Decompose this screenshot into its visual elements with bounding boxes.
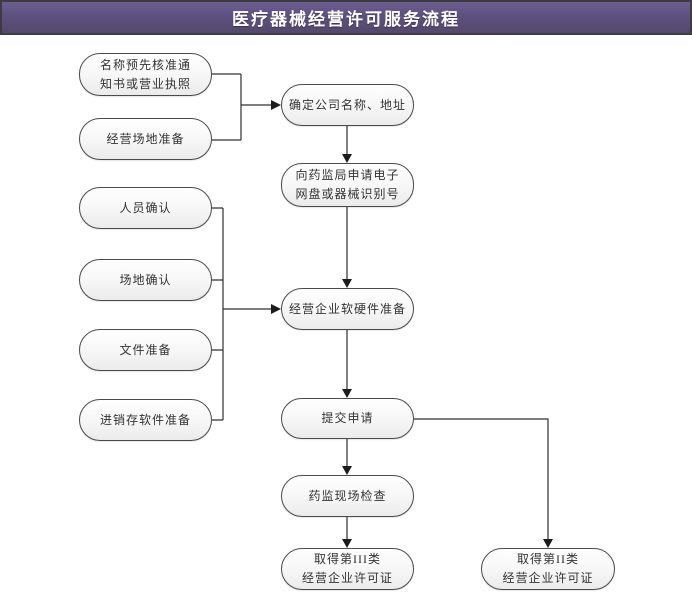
arrowhead bbox=[342, 539, 352, 548]
flow-node-name-preapproval: 名称预先核准通 知书或营业执照 bbox=[79, 53, 212, 96]
flow-node-company-name-address: 确定公司名称、地址 bbox=[281, 84, 414, 126]
arrowhead bbox=[342, 389, 352, 398]
flow-node-personnel-confirm: 人员确认 bbox=[79, 187, 212, 229]
flow-node-submit-application: 提交申请 bbox=[281, 398, 414, 439]
flow-node-apply-id: 向药监局申请电子 网盘或器械识别号 bbox=[281, 163, 414, 207]
edge-class2-branch bbox=[414, 418, 549, 539]
arrowhead bbox=[342, 154, 352, 163]
arrowhead bbox=[543, 539, 553, 548]
arrowhead bbox=[342, 466, 352, 475]
flow-node-class2-license: 取得第II类 经营企业许可证 bbox=[481, 548, 615, 590]
arrowhead bbox=[271, 304, 281, 314]
flow-node-premises-confirm: 场地确认 bbox=[79, 259, 212, 301]
title-bar: 医疗器械经营许可服务流程 bbox=[0, 0, 692, 35]
flow-node-inventory-software: 进销存软件准备 bbox=[79, 399, 212, 441]
flow-node-onsite-inspection: 药监现场检查 bbox=[281, 475, 414, 517]
arrowhead bbox=[342, 279, 352, 288]
edge-left-group bbox=[212, 207, 272, 421]
flow-node-documents-prepare: 文件准备 bbox=[79, 329, 212, 371]
arrowhead bbox=[271, 100, 281, 110]
edge-top-group bbox=[212, 73, 272, 141]
flow-node-hardware-software: 经营企业软硬件准备 bbox=[281, 288, 414, 330]
flow-node-class3-license: 取得第III类 经营企业许可证 bbox=[281, 548, 414, 590]
page-title: 医疗器械经营许可服务流程 bbox=[232, 10, 460, 29]
flow-node-site-preparation: 经营场地准备 bbox=[79, 118, 212, 160]
